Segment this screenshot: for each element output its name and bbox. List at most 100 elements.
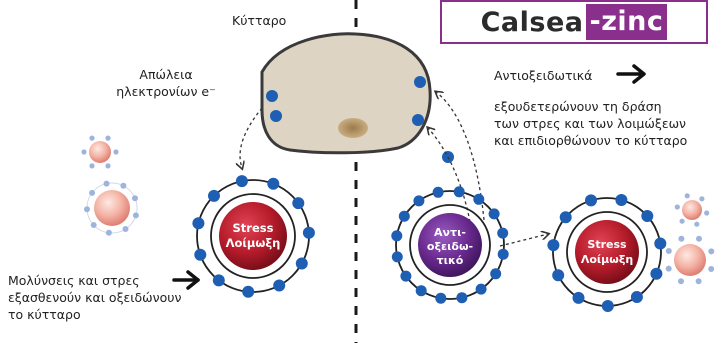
electron-dot-icon bbox=[473, 193, 485, 205]
cell-nucleus bbox=[338, 118, 368, 138]
electron-dot-icon bbox=[267, 177, 280, 190]
electron-dot-icon bbox=[400, 270, 412, 282]
electron-dot-icon bbox=[242, 285, 255, 298]
electron-loss-line-2: ηλεκτρονίων e⁻ bbox=[116, 84, 216, 99]
arrow-right-icon bbox=[616, 64, 646, 84]
electron-dot-icon bbox=[678, 235, 685, 242]
cell bbox=[260, 32, 432, 155]
stress-atom-right: Stress Λοίμωξη bbox=[547, 194, 667, 312]
electron-dot-icon bbox=[212, 274, 225, 287]
stress-atom-label-1: Stress bbox=[233, 221, 274, 235]
electron-dot-icon bbox=[266, 90, 278, 102]
electron-dot-icon bbox=[415, 285, 427, 297]
electron-dot-icon bbox=[105, 135, 111, 141]
electron-dot-icon bbox=[414, 76, 426, 88]
antioxidant-atom-label-1: Αντι- bbox=[434, 226, 466, 239]
electron-dot-icon bbox=[270, 110, 282, 122]
electron-dot-icon bbox=[696, 235, 702, 242]
brand-logo: Calsea -zinc bbox=[440, 0, 708, 44]
electron-dot-icon bbox=[90, 222, 97, 228]
electron-dot-icon bbox=[132, 212, 139, 219]
electron-dot-icon bbox=[674, 204, 680, 210]
antioxidant-atom-label-3: τικό bbox=[437, 254, 464, 267]
electron-dot-icon bbox=[391, 230, 403, 242]
electron-dot-icon bbox=[601, 300, 614, 312]
electron-dot-icon bbox=[302, 226, 315, 239]
electron-dot-icon bbox=[391, 251, 403, 263]
electron-dot-icon bbox=[194, 248, 207, 261]
electron-dot-icon bbox=[684, 193, 690, 199]
electron-dot-icon bbox=[679, 218, 685, 224]
electron-dot-icon bbox=[453, 186, 465, 198]
electron-dot-icon bbox=[235, 175, 248, 188]
electron-dot-icon bbox=[708, 266, 715, 272]
electron-dot-icon bbox=[292, 197, 305, 210]
cell-body bbox=[260, 32, 432, 155]
electron-dot-icon bbox=[120, 182, 127, 189]
electron-dot-icon bbox=[105, 163, 111, 169]
cell-label: Κύτταρο bbox=[232, 13, 287, 28]
antioxidant-core bbox=[418, 213, 482, 277]
electron-loss-line-1: Απώλεια bbox=[139, 67, 193, 82]
stress-atom-left: Stress Λοίμωξη bbox=[192, 175, 315, 298]
electron-dot-icon bbox=[432, 186, 444, 198]
electron-dot-icon bbox=[490, 268, 502, 280]
electron-dot-icon bbox=[122, 226, 129, 232]
electron-dot-icon bbox=[89, 135, 95, 141]
electron-dot-icon bbox=[84, 206, 90, 213]
electron-dot-icon bbox=[695, 278, 702, 285]
electron-dot-icon bbox=[456, 292, 468, 304]
small-molecule-left bbox=[81, 135, 139, 236]
antioxidant-atom: Αντι- οξειδω- τικό bbox=[391, 186, 509, 304]
electron-dot-icon bbox=[488, 208, 500, 220]
electron-dot-icon bbox=[89, 163, 95, 169]
electron-dot-icon bbox=[552, 269, 565, 282]
electron-dot-icon bbox=[113, 149, 119, 155]
infection-description: Μολύνσεις και στρες εξασθενούν και οξειδ… bbox=[8, 272, 182, 323]
electron-dot-icon bbox=[547, 239, 560, 252]
electron-ring bbox=[192, 175, 315, 298]
antioxidant-atom-label-2: οξειδω- bbox=[427, 240, 473, 253]
antioxidant-description: εξουδετερώνουν τη δράση των στρες και τω… bbox=[494, 98, 687, 149]
electron-dot-icon bbox=[559, 211, 572, 224]
electron-dot-icon bbox=[665, 265, 672, 272]
electron-dot-icon bbox=[475, 283, 487, 295]
electron-dot-icon bbox=[650, 267, 663, 280]
stress-atom-label-2: Λοίμωξη bbox=[226, 236, 281, 250]
electron-loss-label: Απώλεια ηλεκτρονίων e⁻ bbox=[96, 66, 236, 100]
electron-dot-icon bbox=[412, 114, 424, 126]
electron-dot-icon bbox=[435, 292, 447, 304]
electron-dot-icon bbox=[699, 196, 705, 202]
electron-ring bbox=[391, 186, 509, 304]
orbit-inner bbox=[566, 211, 648, 293]
electron-dot-icon bbox=[103, 180, 110, 187]
stress-atom-label-1: Stress bbox=[587, 238, 627, 251]
orbit-inner bbox=[409, 204, 491, 286]
electron-dot-icon bbox=[497, 227, 509, 239]
infection-line-3: το κύτταρο bbox=[8, 307, 81, 322]
infection-line-1: Μολύνσεις και στρες bbox=[8, 273, 140, 288]
electron-dot-icon bbox=[678, 278, 684, 285]
electron-dot-icon bbox=[704, 210, 710, 216]
stress-core bbox=[575, 220, 639, 284]
electron-dot-icon bbox=[641, 210, 654, 222]
electron-ring bbox=[547, 194, 667, 312]
orbit-outer bbox=[395, 190, 505, 300]
electron-dot-icon bbox=[694, 221, 700, 227]
electron-dot-icon bbox=[81, 149, 87, 155]
electron-dot-icon bbox=[665, 248, 672, 254]
electron-dot-icon bbox=[132, 195, 138, 202]
electron-dot-icon bbox=[572, 291, 585, 304]
electron-dot-icon bbox=[630, 291, 643, 303]
brand-text-2: -zinc bbox=[585, 4, 668, 40]
electron-dot-icon bbox=[654, 237, 667, 250]
electron-dot-icon bbox=[615, 194, 628, 206]
antioxidant-line-2: των στρες και των λοιμώξεων bbox=[494, 116, 687, 131]
infection-line-2: εξασθενούν και οξειδώνουν bbox=[8, 290, 182, 305]
dashed-arrow-icon bbox=[240, 107, 263, 168]
dashed-arrow-icon bbox=[499, 234, 548, 247]
electron-dot-icon bbox=[89, 189, 96, 196]
stress-atom-label-2: Λοίμωξη bbox=[581, 253, 633, 266]
electron-dot-icon bbox=[192, 217, 205, 230]
